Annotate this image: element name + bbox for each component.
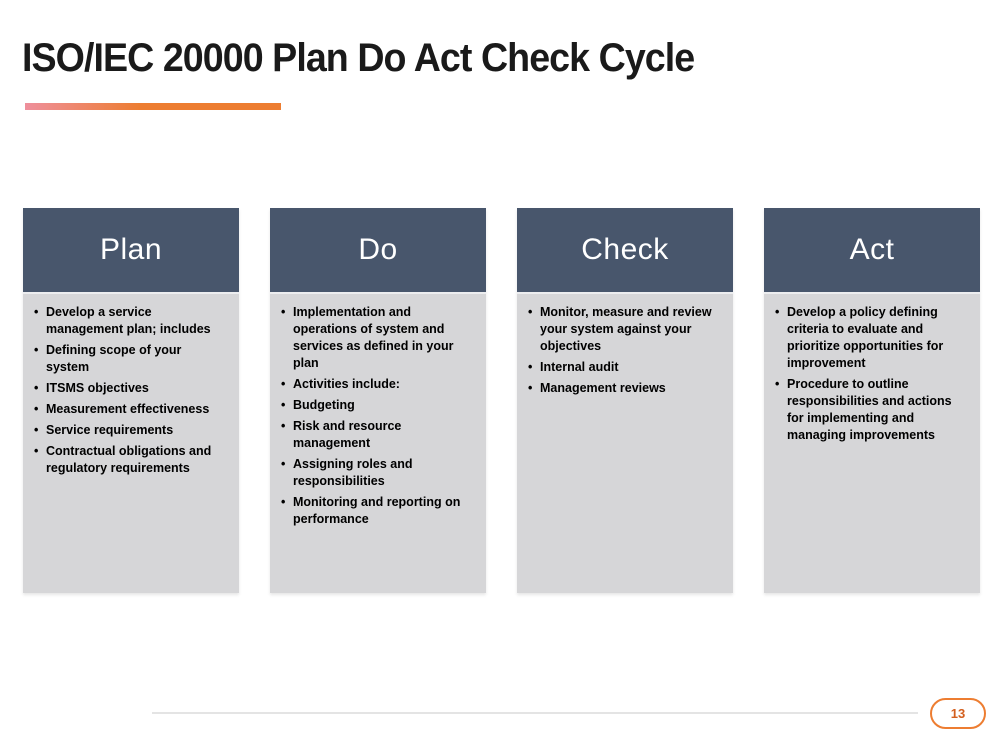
bullet-item: Internal audit: [527, 359, 721, 376]
pdca-columns: Plan Develop a service management plan; …: [23, 208, 980, 593]
bullet-item: Assigning roles and responsibilities: [280, 456, 474, 490]
column-header-do: Do: [270, 208, 486, 292]
bullet-item: Develop a service management plan; inclu…: [33, 304, 227, 338]
bullet-list-plan: Develop a service management plan; inclu…: [33, 304, 227, 477]
bullet-item: Budgeting: [280, 397, 474, 414]
bullet-item: Develop a policy defining criteria to ev…: [774, 304, 968, 372]
bullet-list-do: Implementation and operations of system …: [280, 304, 474, 528]
column-header-plan: Plan: [23, 208, 239, 292]
bullet-item: Implementation and operations of system …: [280, 304, 474, 372]
page-number: 13: [950, 706, 966, 721]
bullet-item: Monitoring and reporting on performance: [280, 494, 474, 528]
column-do: Do Implementation and operations of syst…: [270, 208, 486, 593]
column-body-act: Develop a policy defining criteria to ev…: [764, 292, 980, 593]
column-header-act: Act: [764, 208, 980, 292]
column-body-do: Implementation and operations of system …: [270, 292, 486, 593]
bullet-item: Management reviews: [527, 380, 721, 397]
bullet-item: Risk and resource management: [280, 418, 474, 452]
column-act: Act Develop a policy defining criteria t…: [764, 208, 980, 593]
bullet-item: Procedure to outline responsibilities an…: [774, 376, 968, 444]
page-title: ISO/IEC 20000 Plan Do Act Check Cycle: [22, 36, 695, 80]
footer-divider: [152, 712, 918, 714]
bullet-item: Monitor, measure and review your system …: [527, 304, 721, 355]
bullet-item: Contractual obligations and regulatory r…: [33, 443, 227, 477]
page-number-badge: 13: [930, 698, 986, 729]
bullet-item: Defining scope of your system: [33, 342, 227, 376]
bullet-item: Measurement effectiveness: [33, 401, 227, 418]
bullet-item: ITSMS objectives: [33, 380, 227, 397]
column-plan: Plan Develop a service management plan; …: [23, 208, 239, 593]
bullet-list-act: Develop a policy defining criteria to ev…: [774, 304, 968, 444]
title-underline-rule: [25, 103, 281, 110]
column-body-plan: Develop a service management plan; inclu…: [23, 292, 239, 593]
column-header-check: Check: [517, 208, 733, 292]
bullet-item: Service requirements: [33, 422, 227, 439]
column-body-check: Monitor, measure and review your system …: [517, 292, 733, 593]
column-check: Check Monitor, measure and review your s…: [517, 208, 733, 593]
bullet-list-check: Monitor, measure and review your system …: [527, 304, 721, 397]
bullet-item: Activities include:: [280, 376, 474, 393]
